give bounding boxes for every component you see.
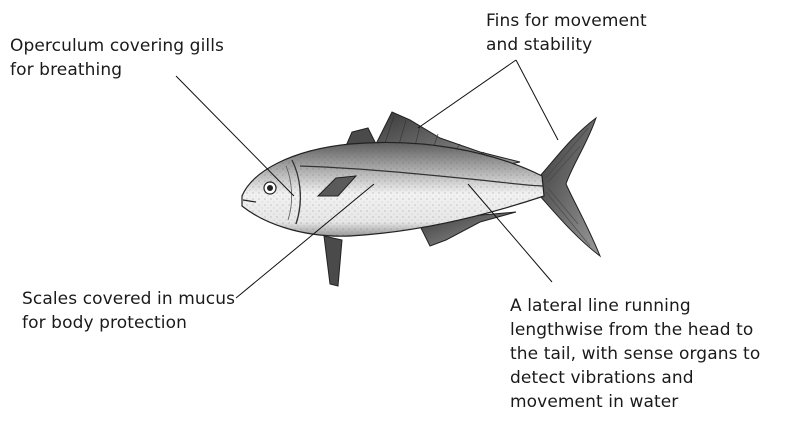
label-lateral-line-3: the tail, with sense organs to: [510, 342, 760, 366]
label-scales: Scales covered in mucus for body protect…: [22, 287, 235, 335]
label-scales-line-2: for body protection: [22, 311, 235, 335]
label-lateral-line-4: detect vibrations and: [510, 366, 760, 390]
leader-line-operculum: [176, 76, 294, 196]
caudal-fin: [540, 118, 600, 256]
label-lateral-line-5: movement in water: [510, 390, 760, 414]
leader-line-fins-caudal: [516, 60, 558, 140]
label-scales-line-1: Scales covered in mucus: [22, 287, 235, 311]
label-lateral-line: A lateral line running lengthwise from t…: [510, 294, 760, 414]
label-fins: Fins for movement and stability: [486, 9, 647, 57]
label-operculum-line-1: Operculum covering gills: [10, 34, 224, 58]
label-operculum-line-2: for breathing: [10, 58, 224, 82]
leader-line-fins-dorsal: [418, 60, 516, 128]
label-operculum: Operculum covering gills for breathing: [10, 34, 224, 82]
label-lateral-line-1: A lateral line running: [510, 294, 760, 318]
label-fins-line-1: Fins for movement: [486, 9, 647, 33]
pelvic-fin: [324, 236, 342, 286]
label-lateral-line-2: lengthwise from the head to: [510, 318, 760, 342]
label-fins-line-2: and stability: [486, 33, 647, 57]
